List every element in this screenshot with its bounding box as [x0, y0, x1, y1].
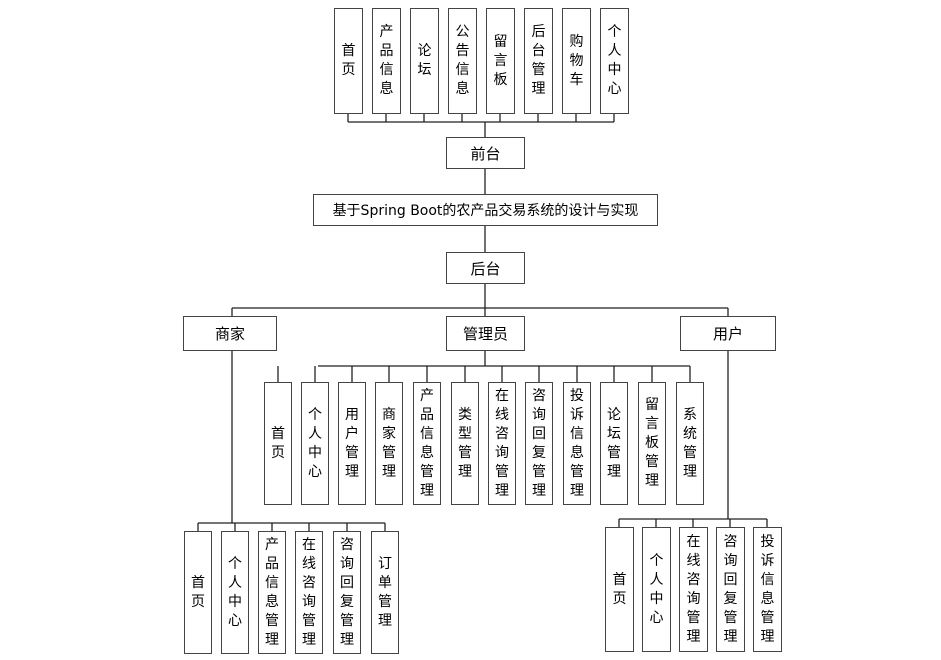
admin-item-type-mgmt: 类型管理: [451, 382, 479, 505]
user-item-home: 首页: [605, 527, 634, 652]
role-admin-node: 管理员: [446, 316, 525, 351]
frontend-item-products: 产品信息: [372, 8, 401, 114]
admin-item-online-consult-mgmt: 在线咨询管理: [488, 382, 516, 505]
role-user-node: 用户: [680, 316, 776, 351]
admin-item-complaint-mgmt: 投诉信息管理: [563, 382, 591, 505]
user-item-consult-reply-mgmt: 咨询回复管理: [716, 527, 745, 652]
user-item-profile: 个人中心: [642, 527, 671, 652]
admin-item-home: 首页: [264, 382, 292, 505]
frontend-item-profile: 个人中心: [600, 8, 629, 114]
admin-item-user-mgmt: 用户管理: [338, 382, 366, 505]
admin-item-merchant-mgmt: 商家管理: [375, 382, 403, 505]
frontend-item-backend-admin: 后台管理: [524, 8, 553, 114]
merchant-item-order-mgmt: 订单管理: [371, 531, 399, 654]
frontend-item-message-board: 留言板: [486, 8, 515, 114]
merchant-item-consult-reply-mgmt: 咨询回复管理: [333, 531, 361, 654]
frontend-node: 前台: [446, 137, 525, 169]
system-title-node: 基于Spring Boot的农产品交易系统的设计与实现: [313, 194, 658, 226]
admin-item-consult-reply-mgmt: 咨询回复管理: [525, 382, 553, 505]
merchant-item-home: 首页: [184, 531, 212, 654]
admin-item-profile: 个人中心: [301, 382, 329, 505]
frontend-item-announcements: 公告信息: [448, 8, 477, 114]
admin-item-message-board-mgmt: 留言板管理: [638, 382, 666, 505]
role-merchant-node: 商家: [183, 316, 277, 351]
user-item-complaint-mgmt: 投诉信息管理: [753, 527, 782, 652]
backend-node: 后台: [446, 252, 525, 284]
merchant-item-online-consult-mgmt: 在线咨询管理: [295, 531, 323, 654]
admin-item-forum-mgmt: 论坛管理: [600, 382, 628, 505]
merchant-item-profile: 个人中心: [221, 531, 249, 654]
admin-item-system-mgmt: 系统管理: [676, 382, 704, 505]
merchant-item-product-mgmt: 产品信息管理: [258, 531, 286, 654]
frontend-item-home: 首页: [334, 8, 363, 114]
admin-item-product-mgmt: 产品信息管理: [413, 382, 441, 505]
frontend-item-cart: 购物车: [562, 8, 591, 114]
frontend-item-forum: 论坛: [410, 8, 439, 114]
user-item-online-consult-mgmt: 在线咨询管理: [679, 527, 708, 652]
